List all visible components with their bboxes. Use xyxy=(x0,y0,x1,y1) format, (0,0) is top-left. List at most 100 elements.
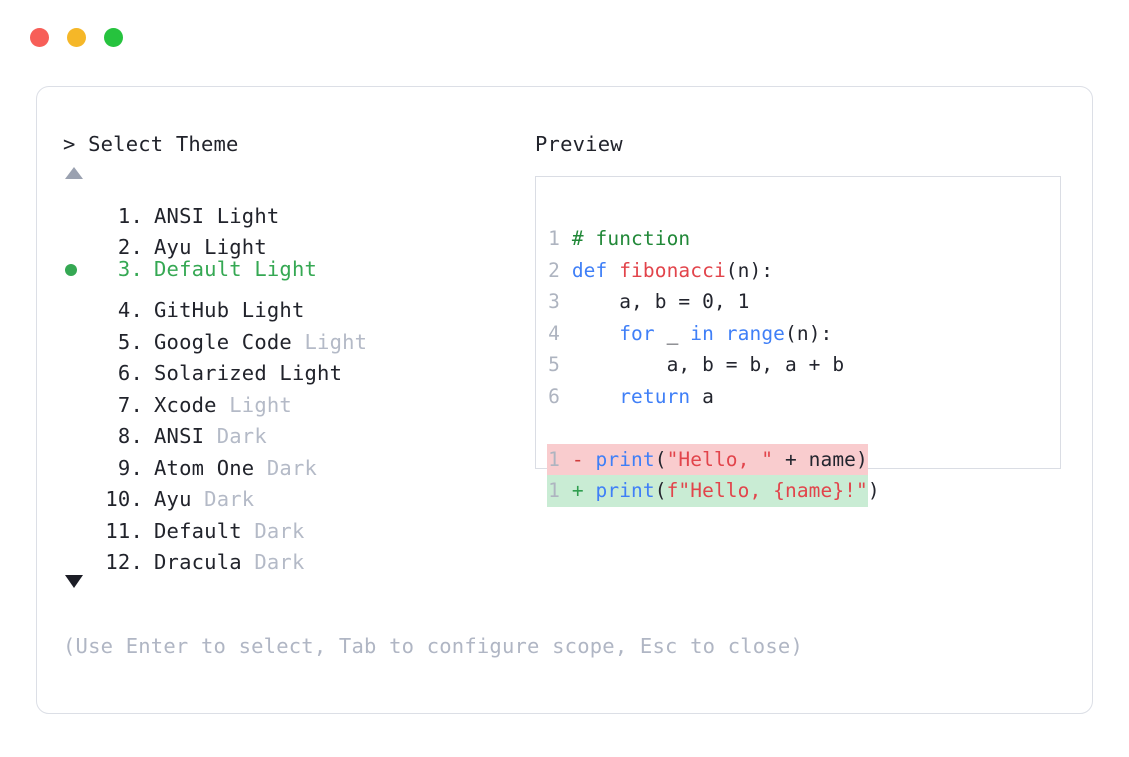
theme-item-variant: Light xyxy=(216,392,292,417)
theme-item-index: 4. xyxy=(117,298,143,322)
selection-bullet-cell xyxy=(63,506,95,538)
code-token: a xyxy=(690,384,714,408)
code-token: return xyxy=(619,384,691,408)
theme-item-index: 12. xyxy=(105,550,143,574)
triangle-down-icon[interactable] xyxy=(65,575,83,588)
code-token: def xyxy=(571,258,620,282)
window-titlebar xyxy=(30,28,123,47)
theme-item-name: Default xyxy=(154,257,242,281)
theme-item-variant: Dark xyxy=(241,518,305,543)
code-blank-line xyxy=(547,412,880,444)
theme-list-item[interactable]: 6. Solarized Light xyxy=(63,349,513,385)
theme-list-item[interactable]: 2. Ayu Light xyxy=(63,223,513,259)
preview-label: Preview xyxy=(535,132,623,156)
selection-bullet-cell xyxy=(63,443,95,475)
code-token: (n): xyxy=(785,321,833,345)
theme-item-variant: Light xyxy=(204,203,280,228)
theme-item-variant: Dark xyxy=(254,455,318,480)
selection-bullet-cell xyxy=(63,254,95,286)
code-line: 4 for _ in range(n): xyxy=(547,318,880,350)
theme-list-item[interactable]: 10.Ayu Dark xyxy=(63,475,513,511)
selection-bullet-cell xyxy=(63,223,95,255)
theme-item-name: Solarized xyxy=(154,361,267,385)
theme-item-index: 6. xyxy=(117,361,143,385)
diff-added-line: 1 + print(f"Hello, {name}!" xyxy=(547,475,868,507)
diff-marker: + xyxy=(571,479,584,502)
theme-item-name: Default xyxy=(154,518,242,543)
code-line: 6 return a xyxy=(547,381,880,413)
code-token: ( xyxy=(654,479,667,502)
code-token: in range xyxy=(690,321,786,345)
diff-line: 1 + print(f"Hello, {name}!") xyxy=(547,475,880,507)
line-number: 1 xyxy=(548,447,560,471)
theme-item-index: 2. xyxy=(117,235,143,259)
theme-list-item[interactable]: 4.GitHub Light xyxy=(63,286,513,322)
keyboard-hint: (Use Enter to select, Tab to configure s… xyxy=(63,634,803,658)
line-number: 1 xyxy=(548,479,560,502)
line-number: 4 xyxy=(548,321,560,345)
theme-item-variant: Light xyxy=(291,329,368,354)
theme-item-variant: Dark xyxy=(241,550,305,574)
theme-list-item[interactable]: 9.Atom One Dark xyxy=(63,443,513,480)
theme-item-name: Ayu xyxy=(154,487,192,511)
theme-item-name: Google Code xyxy=(154,329,292,354)
theme-item-variant: Light xyxy=(191,235,267,259)
theme-list-item[interactable]: 8.ANSI Dark xyxy=(63,412,513,448)
theme-item-index: 3. xyxy=(117,257,143,281)
theme-list-item[interactable]: 12. Dracula Dark xyxy=(63,538,513,574)
theme-item-variant: Light xyxy=(229,298,305,322)
theme-item-index: 10. xyxy=(105,487,143,511)
line-number: 2 xyxy=(548,258,560,282)
theme-item-index: 1. xyxy=(117,203,143,228)
theme-item-name: ANSI xyxy=(154,424,205,448)
theme-item-index: 8. xyxy=(117,424,143,448)
theme-item-name: Xcode xyxy=(154,392,217,417)
selection-bullet-cell xyxy=(63,317,95,349)
selection-bullet-cell xyxy=(63,380,95,412)
theme-item-index: 11. xyxy=(105,518,143,543)
code-token: print xyxy=(595,447,655,471)
selection-bullet-cell xyxy=(63,412,95,444)
selected-bullet-icon xyxy=(65,264,77,276)
theme-item-variant: Light xyxy=(241,257,318,281)
code-token: a, b = b, a + b xyxy=(571,353,845,376)
triangle-up-icon[interactable] xyxy=(65,167,83,179)
code-token xyxy=(572,322,619,345)
theme-item-index: 7. xyxy=(117,392,143,417)
selection-bullet-cell xyxy=(63,191,95,223)
theme-list-item[interactable]: 3. Default Light xyxy=(63,254,513,286)
code-token: _ xyxy=(654,321,691,345)
diff-marker: - xyxy=(571,447,584,471)
maximize-window-button[interactable] xyxy=(104,28,123,47)
theme-list-item[interactable]: 1. ANSI Light xyxy=(63,191,513,228)
code-token: for xyxy=(619,321,655,345)
line-number: 6 xyxy=(548,384,560,408)
code-token: ( xyxy=(654,447,667,471)
diff-trailing-token: ) xyxy=(867,479,880,502)
selection-bullet-cell xyxy=(63,538,95,570)
theme-list-item[interactable]: 5.Google Code Light xyxy=(63,317,513,354)
theme-item-name: ANSI xyxy=(154,203,205,228)
code-token: print xyxy=(595,479,655,502)
minimize-window-button[interactable] xyxy=(67,28,86,47)
selection-bullet-cell xyxy=(63,286,95,318)
theme-list-item[interactable]: 7. Xcode Light xyxy=(63,380,513,417)
theme-item-name: Dracula xyxy=(154,550,242,574)
code-line: 1 # function xyxy=(547,223,880,255)
selection-bullet-cell xyxy=(63,475,95,507)
theme-item-variant: Light xyxy=(266,361,343,385)
close-window-button[interactable] xyxy=(30,28,49,47)
theme-item-name: Ayu xyxy=(154,235,192,259)
diff-removed-line: 1 - print("Hello, " + name) xyxy=(547,443,868,475)
theme-item-name: Atom One xyxy=(154,455,255,480)
code-line: 2 def fibonacci(n): xyxy=(547,255,880,287)
diff-line: 1 - print("Hello, " + name) xyxy=(547,443,880,475)
code-token: fibonacci xyxy=(619,258,726,282)
theme-list-item[interactable]: 11. Default Dark xyxy=(63,506,513,543)
